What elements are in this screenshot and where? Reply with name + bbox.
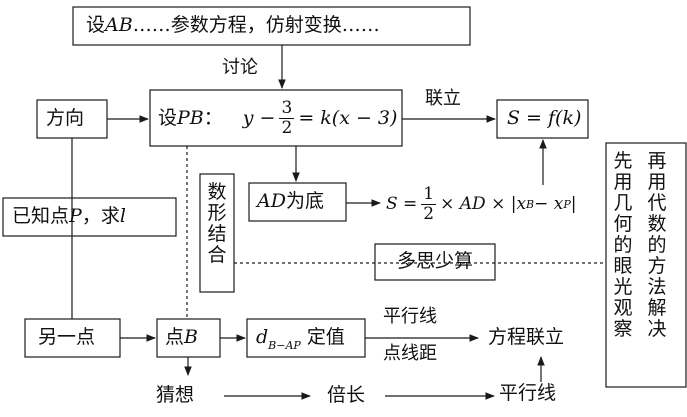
d-fixed-text: dB−AP 定值 xyxy=(256,326,345,352)
label-equation-combine: 方程联立 xyxy=(488,326,565,348)
set-pb-den: 2 xyxy=(281,117,293,138)
label-parallel-line-2: 平行线 xyxy=(499,382,557,404)
area-formula-end: | xyxy=(570,193,577,214)
area-formula-num: 1 xyxy=(421,183,437,205)
right-col-1: 先用几何的眼光观察 xyxy=(613,150,633,340)
known-point-var2: l xyxy=(119,205,126,227)
box-more-thought xyxy=(374,243,496,281)
ad-base-text: AD为底 xyxy=(257,192,324,211)
known-point-mid: ，求 xyxy=(81,205,120,227)
area-formula-lhs: S = xyxy=(386,193,418,214)
more-thought-text: 多思少算 xyxy=(397,250,474,272)
ad-base-var: AD xyxy=(257,190,286,212)
other-point-text: 另一点 xyxy=(38,326,96,348)
top-box-text: 设AB……参数方程，仿射变换…… xyxy=(86,16,380,35)
point-b-var: B xyxy=(184,326,198,348)
box-right-vertical xyxy=(605,142,687,388)
label-guess: 猜想 xyxy=(156,384,195,406)
known-point-text: 已知点P，求l xyxy=(12,207,126,226)
top-box-pre: 设 xyxy=(86,14,106,36)
area-formula-minus: − x xyxy=(534,193,564,214)
top-box-var: AB xyxy=(105,14,133,36)
area-formula-sub-p: P xyxy=(563,197,571,211)
set-pb-pre: 设 xyxy=(158,106,178,129)
point-b-text: 点B xyxy=(165,328,198,347)
label-point-line-distance: 点线距 xyxy=(383,343,437,364)
set-pb-eq-left: y − xyxy=(242,106,276,129)
num-shape-text: 数形结合 xyxy=(207,181,227,266)
box-s-fk xyxy=(496,99,589,139)
area-formula-den: 2 xyxy=(423,203,435,224)
point-b-pre: 点 xyxy=(165,326,185,348)
set-pb-var: PB xyxy=(177,106,204,129)
ad-base-post: 为底 xyxy=(285,190,324,212)
known-point-var: P xyxy=(69,205,82,227)
box-set-pb xyxy=(149,89,403,147)
label-discuss: 讨论 xyxy=(222,57,258,78)
s-fk-text: S = f(k) xyxy=(507,107,582,129)
label-double-length: 倍长 xyxy=(327,384,366,406)
set-pb-eq-right: = k(x − 3) xyxy=(298,106,398,129)
top-box-post: ……参数方程，仿射变换…… xyxy=(132,14,380,36)
box-ad-base xyxy=(248,182,347,222)
right-col-2: 再用代数的方法解决 xyxy=(647,150,667,340)
box-direction-text: 方向 xyxy=(46,107,85,129)
known-point-pre: 已知点 xyxy=(12,205,70,227)
box-known-point xyxy=(2,197,177,237)
set-pb-num: 3 xyxy=(279,97,295,119)
box-top xyxy=(72,6,471,46)
d-fixed-sub: B−AP xyxy=(268,339,301,352)
area-formula-sub-b: B xyxy=(526,197,535,211)
box-num-shape xyxy=(199,173,235,293)
area-formula-mid: × AD × |x xyxy=(440,193,527,214)
label-combine: 联立 xyxy=(425,88,461,109)
set-pb-colon: ： xyxy=(203,106,223,129)
label-parallel-line-1: 平行线 xyxy=(383,306,437,327)
d-fixed-var: d xyxy=(256,326,269,348)
d-fixed-post: 定值 xyxy=(306,326,345,348)
